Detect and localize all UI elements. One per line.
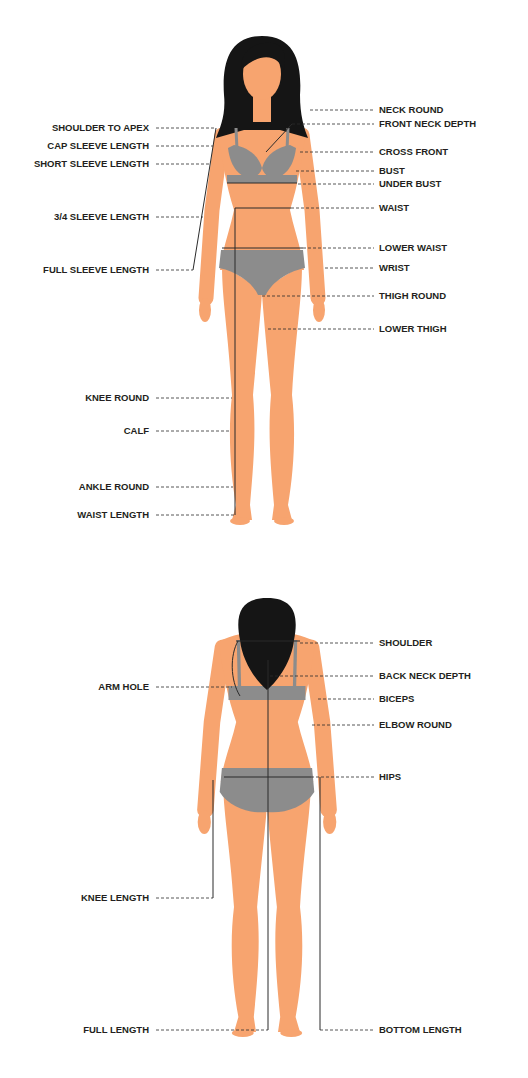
measurement-label: FULL LENGTH: [83, 1024, 149, 1036]
measure-lines: [193, 124, 303, 515]
measurement-label: BOTTOM LENGTH: [379, 1024, 462, 1036]
measurement-label: ANKLE ROUND: [79, 481, 149, 493]
bra-band: [227, 175, 297, 183]
bra-cup: [228, 145, 262, 178]
measurement-label: SHOULDER: [379, 637, 432, 649]
leader-lines: [156, 643, 374, 1030]
measure-lines: [213, 641, 320, 1030]
bra-cup: [262, 145, 296, 178]
measurement-label: FULL SLEEVE LENGTH: [43, 264, 149, 276]
front-figure: [156, 36, 374, 525]
measurement-label: WRIST: [379, 262, 410, 274]
front-fringe: [241, 43, 285, 70]
back-figure: [156, 598, 374, 1037]
measurement-label: BICEPS: [379, 693, 414, 705]
measurement-label: UNDER BUST: [379, 178, 441, 190]
measurement-label: HIPS: [379, 771, 401, 783]
bra-strap: [295, 640, 296, 688]
measurement-label: CALF: [124, 425, 149, 437]
measurement-label: 3/4 SLEEVE LENGTH: [54, 211, 149, 223]
measurement-label: BUST: [379, 165, 405, 177]
measurement-label: CROSS FRONT: [379, 146, 448, 158]
front-hair: [216, 36, 308, 138]
leader-lines: [156, 110, 374, 515]
measurement-label: KNEE ROUND: [85, 392, 149, 404]
front-body: [199, 92, 325, 525]
back-briefs: [220, 768, 315, 812]
bra-strap: [238, 640, 239, 688]
measurement-label: NECK ROUND: [379, 104, 443, 116]
measurement-label: THIGH ROUND: [379, 290, 446, 302]
measurement-label: WAIST: [379, 202, 409, 214]
measurement-label: KNEE LENGTH: [81, 892, 149, 904]
measurement-label: WAIST LENGTH: [77, 509, 149, 521]
front-briefs: [219, 250, 305, 295]
measurement-label: BACK NECK DEPTH: [379, 670, 471, 682]
measurement-label: SHOULDER TO APEX: [52, 122, 149, 134]
measurement-label: ELBOW ROUND: [379, 719, 452, 731]
measurement-label: CAP SLEEVE LENGTH: [47, 140, 149, 152]
measurement-label: ARM HOLE: [98, 681, 149, 693]
measurement-label: FRONT NECK DEPTH: [379, 118, 476, 130]
measurement-label: LOWER THIGH: [379, 323, 447, 335]
measurement-label: SHORT SLEEVE LENGTH: [34, 158, 149, 170]
measurement-label: LOWER WAIST: [379, 242, 447, 254]
